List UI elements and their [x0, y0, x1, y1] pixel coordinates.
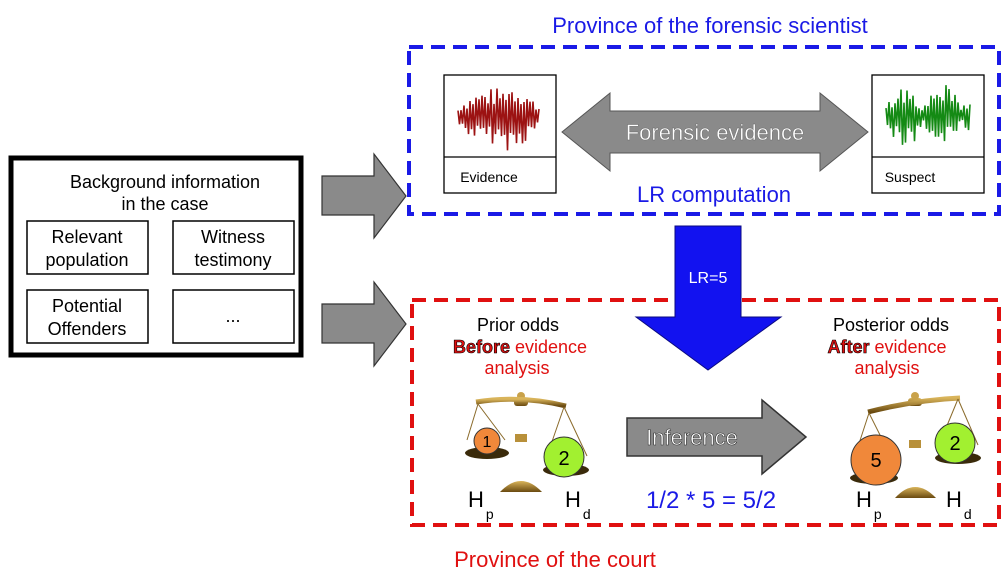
posterior-left-weight-value: 5 [870, 450, 881, 472]
inference-label: Inference [646, 425, 738, 450]
prior-right-weight [543, 436, 585, 478]
witness-testimony-line2: testimony [194, 250, 271, 270]
posterior-odds-line2: After evidence [827, 337, 946, 357]
witness-testimony-cell [172, 220, 295, 275]
background-title-line1: Background information [70, 172, 260, 192]
evidence-card: Evidence [443, 74, 557, 194]
background-information-box: Background information in the case Relev… [8, 155, 304, 358]
suspect-label: Suspect [885, 169, 936, 185]
potential-offenders-line1: Potential [52, 296, 122, 316]
background-to-scientist-arrow [321, 152, 407, 240]
prior-left-weight-value: 1 [483, 434, 492, 451]
forensic-evidence-arrow-label: Forensic evidence [626, 120, 805, 145]
prior-hp-label: Hp [468, 487, 494, 522]
prior-odds-line3: analysis [484, 358, 549, 378]
prior-hd-label: Hd [565, 487, 591, 522]
posterior-right-weight [934, 422, 976, 464]
lr-computation-label: LR computation [637, 182, 791, 207]
ellipsis-text: ... [225, 306, 240, 326]
posterior-hp-label: Hp [856, 487, 882, 522]
prior-odds-heading: Prior odds [477, 315, 559, 335]
scientist-province-title: Province of the forensic scientist [552, 13, 867, 38]
relevant-population-cell [26, 220, 149, 275]
suspect-waveform-icon [885, 85, 971, 145]
ellipsis-cell [172, 289, 295, 344]
posterior-evidence-word: evidence [869, 337, 946, 357]
evidence-label: Evidence [460, 169, 518, 185]
relevant-population-line1: Relevant [51, 227, 122, 247]
court-province-title: Province of the court [454, 547, 656, 572]
posterior-odds-line3: analysis [854, 358, 919, 378]
after-word: After [827, 337, 869, 357]
lr-down-arrow [634, 225, 783, 371]
background-title-line2: in the case [121, 194, 208, 214]
suspect-card: Suspect [871, 74, 985, 194]
prior-left-weight [473, 427, 501, 455]
lr-value-label: LR=5 [689, 270, 728, 287]
prior-odds-line2: Before evidence [453, 337, 587, 357]
posterior-hd-label: Hd [946, 487, 972, 522]
inference-equation: 1/2 * 5 = 5/2 [646, 487, 776, 514]
prior-right-weight-value: 2 [558, 448, 569, 470]
prior-evidence-word: evidence [510, 337, 587, 357]
scientist-province-box [407, 45, 1001, 216]
forensic-evidence-double-arrow [561, 91, 869, 173]
relevant-population-line2: population [45, 250, 128, 270]
posterior-right-weight-value: 2 [949, 433, 960, 455]
posterior-scale-icon [850, 392, 981, 498]
inference-arrow [626, 398, 808, 476]
potential-offenders-line2: Offenders [48, 319, 127, 339]
posterior-odds-heading: Posterior odds [833, 315, 949, 335]
background-to-court-arrow [321, 280, 407, 368]
evidence-waveform-icon [457, 88, 540, 151]
prior-scale-icon [465, 392, 589, 492]
posterior-left-weight [850, 434, 902, 486]
before-word: Before [453, 337, 510, 357]
witness-testimony-line1: Witness [201, 227, 265, 247]
potential-offenders-cell [26, 289, 149, 344]
